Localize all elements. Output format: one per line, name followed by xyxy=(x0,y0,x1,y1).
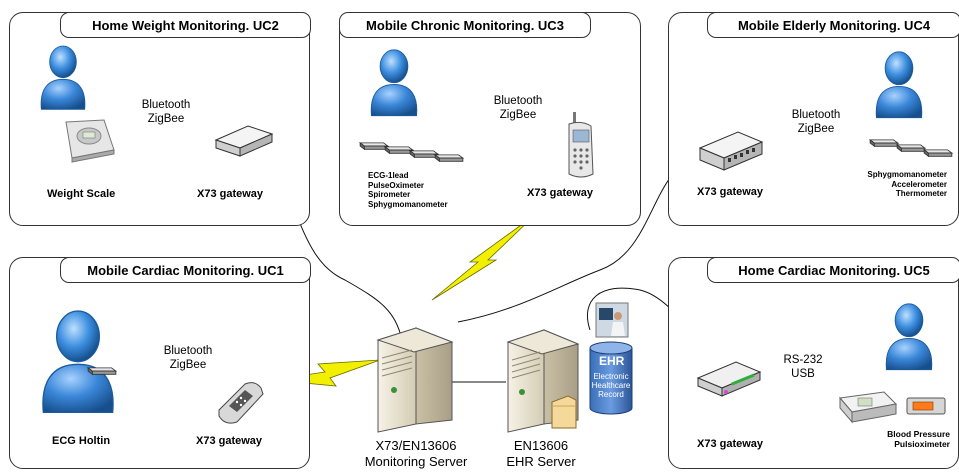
panel-uc4: Mobile Elderly Monitoring. UC4 xyxy=(668,12,959,226)
uc4-gateway-label: X73 gateway xyxy=(697,186,764,198)
uc4-device-1: Sphygmomanometer xyxy=(867,170,947,179)
sensor-icon xyxy=(922,146,954,158)
mobile-phone-icon xyxy=(568,112,594,178)
panel-uc2: Home Weight Monitoring. UC2 xyxy=(9,12,311,226)
ehr-db-description: Electronic Healthcare Record xyxy=(590,372,632,399)
panel-uc2-title: Home Weight Monitoring. UC2 xyxy=(60,12,311,38)
uc5-device-1: Blood Pressure xyxy=(887,429,950,439)
person-icon xyxy=(38,302,118,416)
uc2-link-text: Bluetooth ZigBee xyxy=(141,99,191,125)
uc1-link-text: Bluetooth ZigBee xyxy=(163,345,213,371)
monitoring-server-label: X73/EN13606 Monitoring Server xyxy=(360,438,472,470)
panel-uc1: Mobile Cardiac Monitoring. UC1 xyxy=(9,257,311,469)
gateway-hub-icon xyxy=(698,131,764,171)
lightning-uc3-server xyxy=(431,214,536,301)
uc3-device-3: Spirometer xyxy=(368,190,411,199)
monitoring-server-line-1: X73/EN13606 xyxy=(375,438,457,453)
person-icon xyxy=(873,46,925,120)
mobile-phone-icon xyxy=(218,382,264,424)
uc2-gateway-label: X73 gateway xyxy=(197,188,264,200)
panel-uc3: Mobile Chronic Monitoring. UC3 xyxy=(339,12,641,226)
ehr-database-icon xyxy=(589,341,633,415)
uc4-link-text: Bluetooth ZigBee xyxy=(791,109,841,135)
uc5-device-2: Pulsioximeter xyxy=(894,438,950,449)
cable-uc4-server xyxy=(457,154,701,323)
uc2-link-label: Bluetooth ZigBee xyxy=(136,98,196,126)
panel-uc4-title: Mobile Elderly Monitoring. UC4 xyxy=(707,12,959,38)
person-icon xyxy=(883,298,935,372)
ehr-server-label: EN13606 EHR Server xyxy=(496,438,586,470)
document-folder-icon xyxy=(551,395,577,429)
ehr-db-title: EHR xyxy=(599,354,625,368)
uc4-device-3: Thermometer xyxy=(895,189,947,198)
ehr-db-line-2: Healthcare xyxy=(591,381,631,390)
ehr-server-line-2: EHR Server xyxy=(506,454,576,469)
uc5-link-text: RS-232 USB xyxy=(783,354,823,380)
uc1-link-label: Bluetooth ZigBee xyxy=(158,344,218,372)
uc1-device-label: ECG Holtin xyxy=(52,435,111,447)
monitoring-server-icon xyxy=(376,327,454,433)
monitoring-server-line-2: Monitoring Server xyxy=(364,454,468,469)
doctor-photo-icon xyxy=(595,302,629,338)
uc4-device-2: Accelerometer xyxy=(891,179,947,189)
usb-gateway-icon xyxy=(696,361,762,397)
gateway-box-icon xyxy=(214,125,274,157)
panel-uc1-title: Mobile Cardiac Monitoring. UC1 xyxy=(60,257,311,283)
uc5-device-list: Blood Pressure Pulsioximeter xyxy=(858,429,950,449)
ehr-db-line-1: Electronic xyxy=(593,372,629,381)
uc3-device-2: PulseOximeter xyxy=(368,180,425,190)
uc3-gateway-label: X73 gateway xyxy=(527,187,594,199)
ehr-server-line-1: EN13606 xyxy=(513,438,569,453)
weight-scale-icon xyxy=(65,119,115,163)
uc3-device-4: Sphygmomanometer xyxy=(368,199,448,209)
uc4-link-label: Bluetooth ZigBee xyxy=(786,108,846,136)
ehr-db-line-3: Record xyxy=(598,390,624,399)
blood-pressure-monitor-icon xyxy=(839,391,898,424)
pulsioximeter-icon xyxy=(906,397,946,415)
uc3-link-text: Bluetooth ZigBee xyxy=(493,95,543,121)
uc1-gateway-label: X73 gateway xyxy=(196,435,263,447)
panel-uc3-title: Mobile Chronic Monitoring. UC3 xyxy=(339,12,591,38)
ecg-sensor-icon xyxy=(86,364,118,376)
uc3-device-list: ECG-1lead PulseOximeter Spirometer Sphyg… xyxy=(368,171,448,209)
uc2-device-label: Weight Scale xyxy=(47,188,116,200)
uc3-device-1: ECG-1lead xyxy=(368,171,409,180)
uc4-device-list: Sphygmomanometer Accelerometer Thermomet… xyxy=(855,170,947,199)
person-icon xyxy=(38,40,88,112)
uc5-gateway-label: X73 gateway xyxy=(697,438,764,450)
uc3-link-label: Bluetooth ZigBee xyxy=(488,94,548,122)
uc5-link-label: RS-232 USB xyxy=(773,353,833,381)
panel-uc5-title: Home Cardiac Monitoring. UC5 xyxy=(707,257,959,283)
person-icon xyxy=(368,44,420,118)
sensor-icon xyxy=(433,151,465,163)
